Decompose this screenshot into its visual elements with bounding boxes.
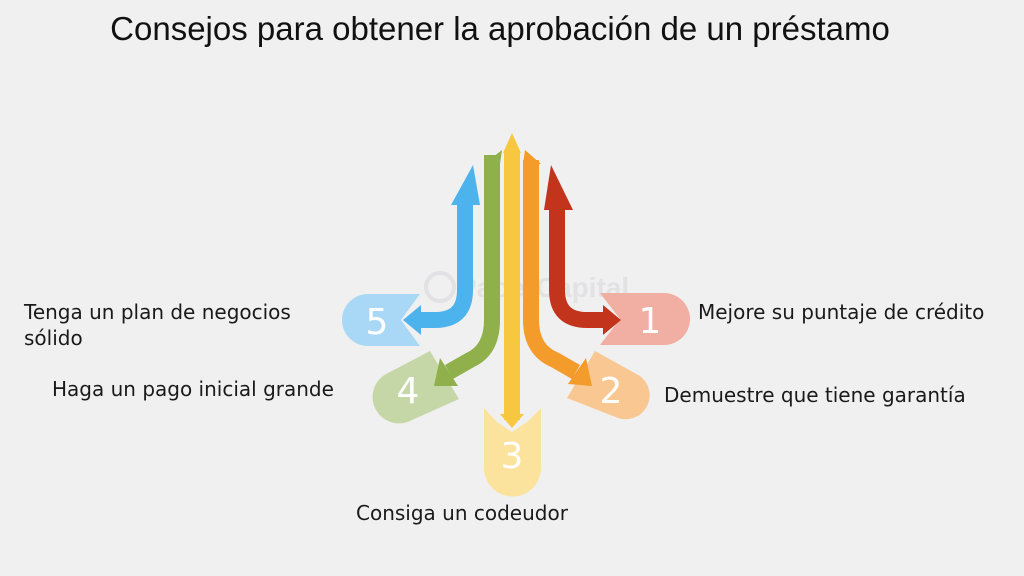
tab-5-number: 5 (366, 302, 389, 343)
tab-2-number: 2 (600, 371, 623, 412)
arrow-4 (445, 155, 500, 379)
step-1-label: Mejore su puntaje de crédito (698, 300, 985, 324)
tab-1-number: 1 (639, 301, 662, 342)
step-3-label: Consiga un codeudor (356, 501, 568, 525)
step-2-label: Demuestre que tiene garantía (664, 383, 966, 407)
step-5-label-line-2: sólido (24, 326, 83, 350)
tab-5: 5 (342, 294, 420, 346)
tab-4: 4 (372, 351, 459, 424)
arrow-4-tail (484, 150, 502, 164)
arrow-1-head (603, 305, 621, 335)
step-5-label: Tenga un plan de negocios sólido (24, 299, 291, 351)
arrow-2-tail (523, 150, 541, 164)
tab-1: 1 (600, 293, 690, 345)
step-5-label-line-1: Tenga un plan de negocios (24, 300, 291, 324)
page-title: Consejos para obtener la aprobación de u… (110, 10, 890, 47)
arrow-1 (549, 205, 603, 328)
arrow-5-tail (451, 165, 480, 205)
tab-3-number: 3 (501, 436, 524, 477)
tab-3: 3 (484, 408, 541, 497)
arrow-4-head (434, 358, 458, 386)
tab-2: 2 (567, 351, 650, 420)
watermark-text: PaperCapital (458, 272, 629, 303)
arrow-5 (418, 200, 473, 328)
tab-4-number: 4 (397, 371, 420, 412)
arrow-5-head (403, 305, 421, 335)
arrow-1-tail (544, 165, 573, 210)
arrow-3-tail (503, 133, 521, 153)
arrow-2 (523, 160, 580, 379)
arrow-3-head (500, 414, 524, 428)
step-4-label: Haga un pago inicial grande (52, 377, 334, 401)
arrow-2-head (568, 358, 592, 386)
